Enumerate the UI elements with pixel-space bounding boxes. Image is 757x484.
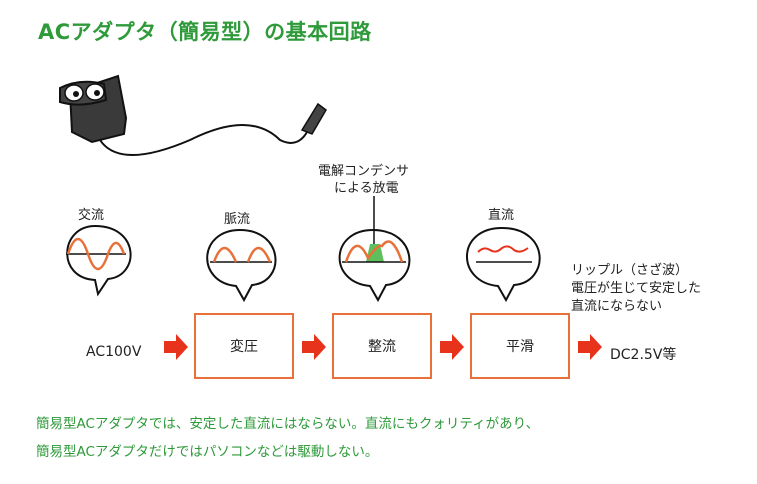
ripple-note-line1: リップル（さざ波） (571, 263, 689, 278)
ripple-note-line2: 電圧が生じて安定した (571, 281, 702, 296)
arrow-4 (578, 334, 602, 360)
arrow-3 (440, 334, 464, 360)
bubble-ac (66, 224, 132, 297)
label-ac: 交流 (78, 208, 105, 223)
note-line2: 簡易型ACアダプタだけではパソコンなどは駆動しない。 (36, 444, 379, 460)
box-transform: 変圧 (194, 313, 294, 379)
arrow-1 (164, 334, 188, 360)
ac-adapter-illustration (59, 74, 327, 156)
ripple-note-line3: 直流にならない (571, 299, 663, 314)
output-label: DC2.5V等 (610, 347, 677, 363)
bubble-pulsating (206, 228, 277, 303)
ripple-note: リップル（さざ波） 電圧が生じて安定した 直流にならない (571, 262, 701, 316)
page-title: ACアダプタ（簡易型）の基本回路 (38, 20, 372, 44)
bubble-capacitor (338, 196, 411, 303)
label-capacitor-1: 電解コンデンサ (318, 164, 410, 179)
bubble-dc (466, 226, 541, 303)
note-line1: 簡易型ACアダプタでは、安定した直流にはならない。直流にもクォリティがあり、 (36, 416, 540, 432)
input-label: AC100V (86, 344, 142, 360)
arrow-2 (302, 334, 326, 360)
box-smooth: 平滑 (470, 313, 570, 379)
label-pulsating: 脈流 (224, 212, 251, 227)
label-capacitor-2: による放電 (334, 181, 399, 196)
box-rectify: 整流 (332, 313, 432, 379)
label-dc: 直流 (488, 208, 515, 223)
